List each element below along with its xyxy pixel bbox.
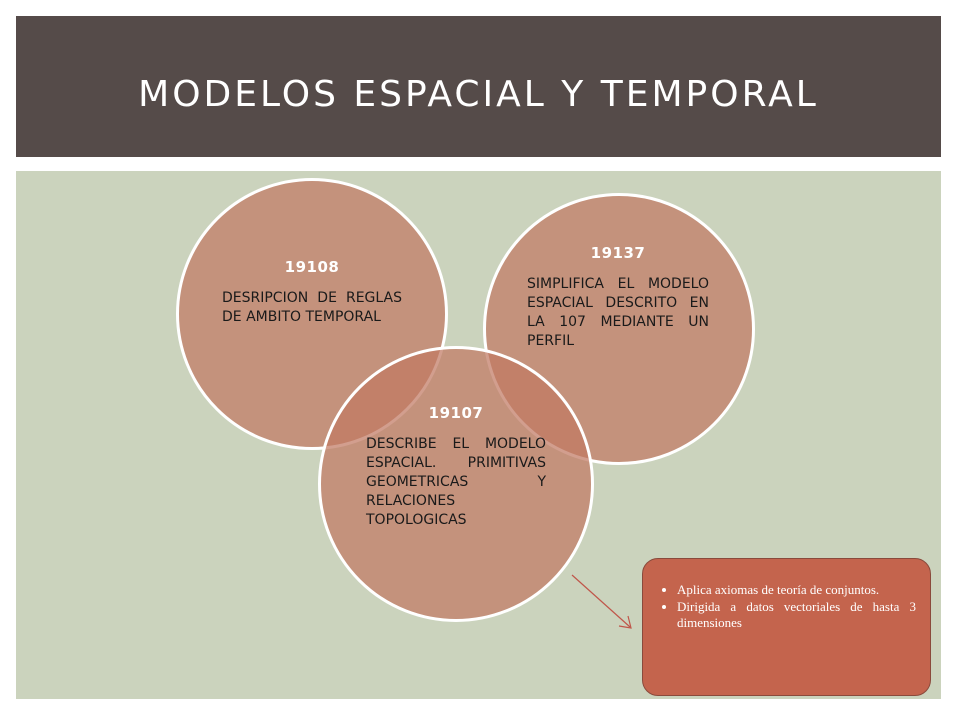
circle-number: 19107 [428, 404, 484, 422]
title-bar: MODELOS ESPACIAL Y TEMPORAL [16, 16, 941, 157]
slide-title: MODELOS ESPACIAL Y TEMPORAL [138, 74, 819, 115]
circle-label-19137: 19137 SIMPLIFICA EL MODELO ESPACIAL DESC… [527, 244, 709, 351]
circle-label-19108: 19108 DESRIPCION DE REGLAS DE AMBITO TEM… [222, 258, 402, 327]
circle-number: 19137 [590, 244, 646, 262]
note-item: Dirigida a datos vectoriales de hasta 3 … [677, 599, 916, 631]
circle-description: DESCRIBE EL MODELO ESPACIAL. PRIMITIVAS … [366, 436, 546, 528]
circle-label-19107: 19107 DESCRIBE EL MODELO ESPACIAL. PRIMI… [366, 404, 546, 530]
note-item: Aplica axiomas de teoría de conjuntos. [677, 582, 916, 598]
circle-number: 19108 [284, 258, 340, 276]
circle-19107[interactable] [318, 346, 594, 622]
circle-description: DESRIPCION DE REGLAS DE AMBITO TEMPORAL [222, 290, 402, 325]
note-box[interactable]: Aplica axiomas de teoría de conjuntos. D… [642, 558, 931, 696]
circle-description: SIMPLIFICA EL MODELO ESPACIAL DESCRITO E… [527, 276, 709, 349]
note-list: Aplica axiomas de teoría de conjuntos. D… [663, 582, 916, 631]
